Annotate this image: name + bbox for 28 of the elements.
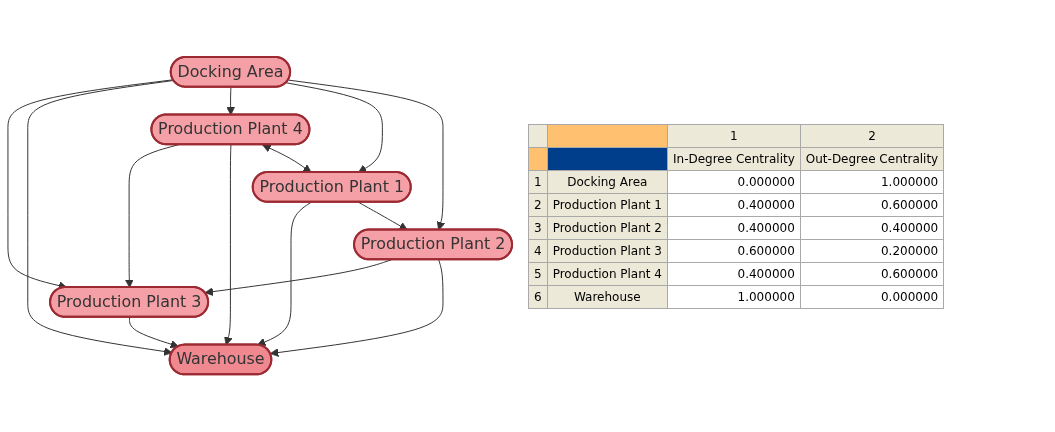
- value-cell: 0.400000: [667, 216, 801, 239]
- row-number: 5: [528, 262, 548, 285]
- row-number: 6: [528, 285, 548, 308]
- value-cell: 0.400000: [800, 216, 944, 239]
- row-header: Production Plant 2: [547, 216, 668, 239]
- value-cell: 0.400000: [667, 262, 801, 285]
- value-cell: 0.600000: [800, 193, 944, 216]
- row-header: Warehouse: [547, 285, 668, 308]
- value-cell: 0.400000: [667, 193, 801, 216]
- value-cell: 1.000000: [800, 170, 944, 193]
- row-number: 3: [528, 216, 548, 239]
- value-cell: 0.200000: [800, 239, 944, 262]
- column-header: Out-Degree Centrality: [800, 147, 944, 170]
- value-cell: 0.000000: [667, 170, 801, 193]
- row-number: 4: [528, 239, 548, 262]
- column-header: In-Degree Centrality: [667, 147, 801, 170]
- value-cell: 0.600000: [667, 239, 801, 262]
- value-cell: 0.600000: [800, 262, 944, 285]
- row-header: Production Plant 3: [547, 239, 668, 262]
- value-cell: 1.000000: [667, 285, 801, 308]
- row-number: 1: [528, 170, 548, 193]
- row-header: Production Plant 1: [547, 193, 668, 216]
- row-header: Production Plant 4: [547, 262, 668, 285]
- row-header: Docking Area: [547, 170, 668, 193]
- row-number: 2: [528, 193, 548, 216]
- value-cell: 0.000000: [800, 285, 944, 308]
- column-number: 2: [800, 124, 944, 147]
- column-number: 1: [667, 124, 801, 147]
